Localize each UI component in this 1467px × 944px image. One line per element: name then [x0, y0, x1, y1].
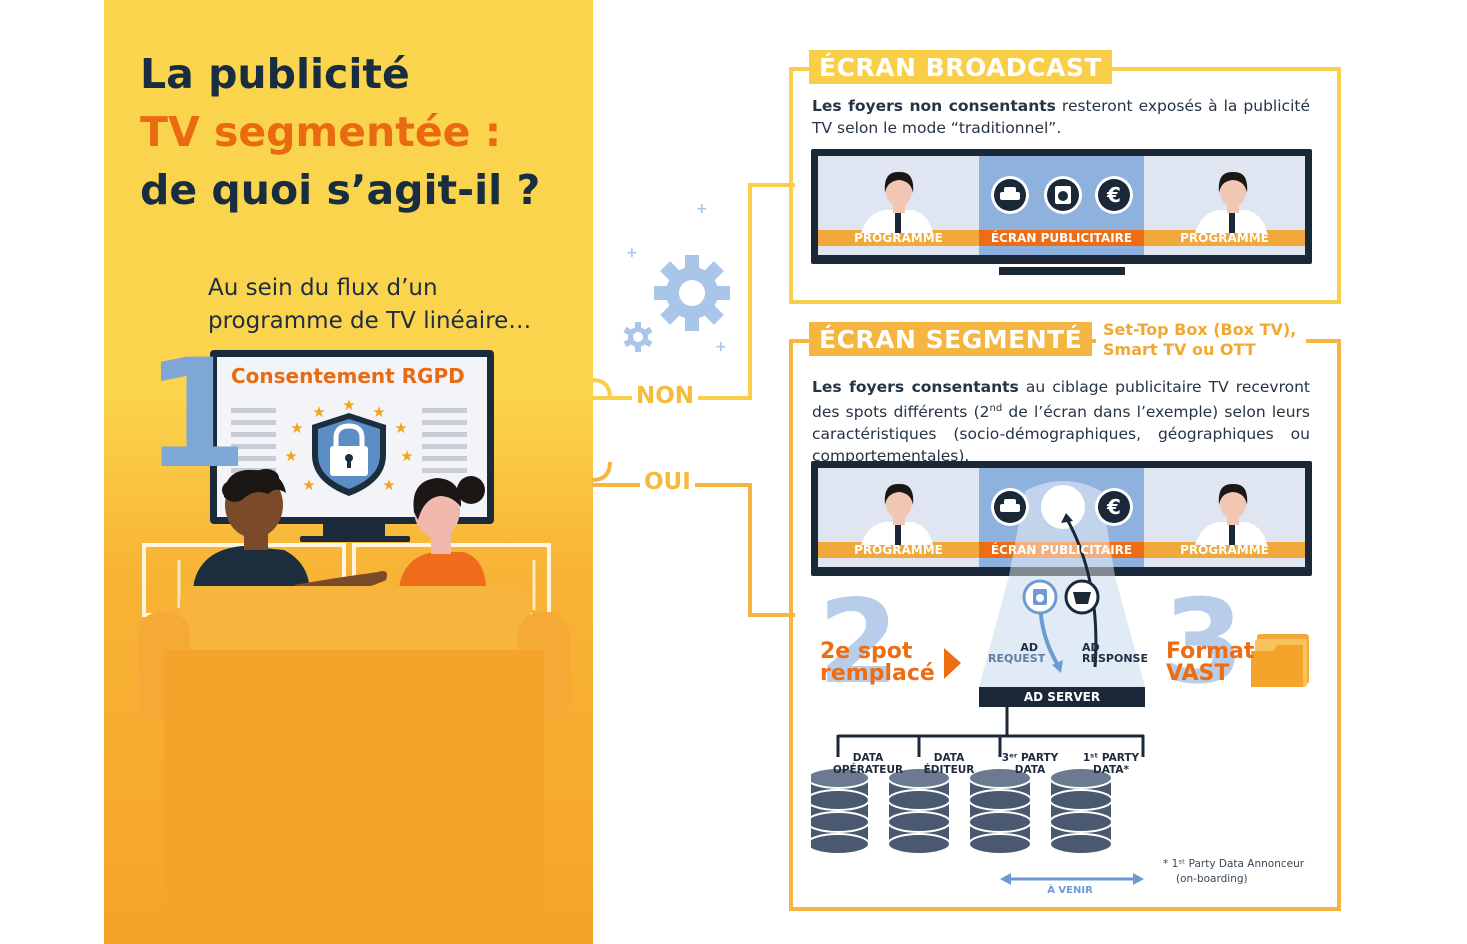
- title-line-1: La publicité: [140, 50, 410, 98]
- svg-text:★: ★: [394, 419, 407, 437]
- step-2-line-1: 2e spot: [820, 639, 913, 664]
- ad-response-label-2: RESPONSE: [1082, 652, 1148, 665]
- svg-text:+: +: [626, 245, 638, 261]
- step-3-line-1: Format: [1166, 639, 1255, 664]
- segmented-label-programme-1: PROGRAMME: [854, 543, 943, 557]
- devices-line-2: Smart TV ou OTT: [1103, 340, 1256, 359]
- broadcast-label-programme-2: PROGRAMME: [1180, 231, 1269, 245]
- broadcast-label-ad: ÉCRAN PUBLICITAIRE: [990, 231, 1133, 245]
- branch-no-label: NON: [632, 383, 699, 409]
- svg-text:+: +: [715, 339, 727, 355]
- svg-text:★: ★: [382, 476, 395, 494]
- step-1-number: 1: [144, 328, 249, 502]
- left-panel: ★ ★ ★ ★ ★ ★ ★ ★ ★: [104, 0, 593, 944]
- broadcast-label-programme-1: PROGRAMME: [854, 231, 943, 245]
- segmented-label-ad: ÉCRAN PUBLICITAIRE: [990, 543, 1133, 557]
- title-line-3: de quoi s’agit-il ?: [140, 166, 541, 214]
- step-2-number: 2: [818, 575, 899, 710]
- branch-yes-label: OUI: [640, 469, 695, 495]
- devices-line-1: Set-Top Box (Box TV),: [1103, 320, 1297, 339]
- a-venir-label: À VENIR: [1020, 885, 1120, 896]
- step-3-number: 3: [1163, 575, 1244, 710]
- ad-response-label-1: AD: [1082, 641, 1100, 654]
- step-3-line-2: VAST: [1166, 661, 1230, 686]
- svg-text:★: ★: [400, 447, 413, 465]
- devices-background: [1096, 318, 1306, 362]
- svg-text:★: ★: [312, 403, 325, 421]
- svg-text:★: ★: [342, 396, 355, 414]
- broadcast-tv: €: [811, 149, 1312, 275]
- ad-server-label: AD SERVER: [1023, 690, 1101, 704]
- ad-request-label-2: REQUEST: [988, 652, 1046, 665]
- svg-text:€: €: [1106, 183, 1121, 207]
- folder-icon: [1253, 632, 1255, 634]
- svg-text:★: ★: [290, 419, 303, 437]
- living-room-illustration: ★ ★ ★ ★ ★ ★ ★ ★ ★: [138, 350, 570, 944]
- gear-icon: + + +: [623, 201, 730, 355]
- rgpd-screen-title: Consentement RGPD: [231, 364, 465, 388]
- svg-text:★: ★: [372, 403, 385, 421]
- segmented-description: Les foyers consentants au ciblage public…: [812, 378, 1311, 466]
- step-2-line-2: remplacé: [820, 661, 935, 686]
- database-icon: [860, 776, 862, 778]
- svg-text:★: ★: [302, 476, 315, 494]
- svg-text:+: +: [696, 201, 708, 217]
- ad-request-label-1: AD: [1020, 641, 1038, 654]
- broadcast-tag: ÉCRAN BROADCAST: [809, 50, 1112, 84]
- segmented-diagram: €: [811, 461, 1312, 885]
- segmented-tag: ÉCRAN SEGMENTÉ: [809, 322, 1093, 356]
- svg-text:€: €: [1106, 495, 1121, 519]
- footnote-line-2: (on-boarding): [1176, 873, 1248, 885]
- intro-text: Au sein du flux d’un programme de TV lin…: [208, 275, 532, 334]
- footnote-line-1: * 1ˢᵗ Party Data Annonceur: [1163, 858, 1305, 870]
- segmented-label-programme-2: PROGRAMME: [1180, 543, 1269, 557]
- broadcast-description: Les foyers non consentants resteront exp…: [812, 97, 1310, 137]
- svg-text:★: ★: [284, 447, 297, 465]
- title-line-2: TV segmentée :: [140, 108, 502, 156]
